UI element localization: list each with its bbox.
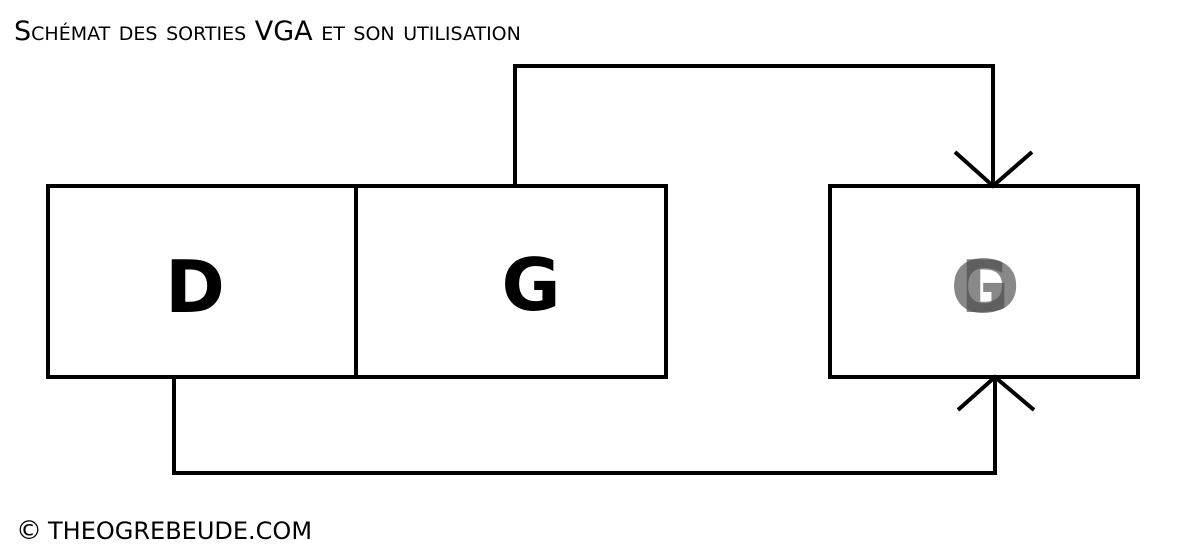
source-box-d-label: D <box>165 245 225 329</box>
footer-credit: © THEOGREBEUDE.COM <box>16 518 312 544</box>
page-title: Schémat des sorties VGA et son utilisati… <box>14 16 521 47</box>
bottom-connector-line <box>172 377 997 475</box>
top-connector-line <box>513 64 995 186</box>
target-box-label-front: D <box>960 245 1020 329</box>
source-box-d <box>46 184 358 379</box>
copyright-icon: © <box>16 516 42 546</box>
top-arrowhead <box>953 150 1034 189</box>
target-box <box>828 184 1140 379</box>
bottom-arrowhead <box>956 374 1036 412</box>
source-box-g <box>354 184 668 379</box>
footer-site-text: THEOGREBEUDE.COM <box>48 517 313 545</box>
source-box-g-label: G <box>501 243 560 327</box>
target-box-label-back: G <box>950 245 1009 329</box>
